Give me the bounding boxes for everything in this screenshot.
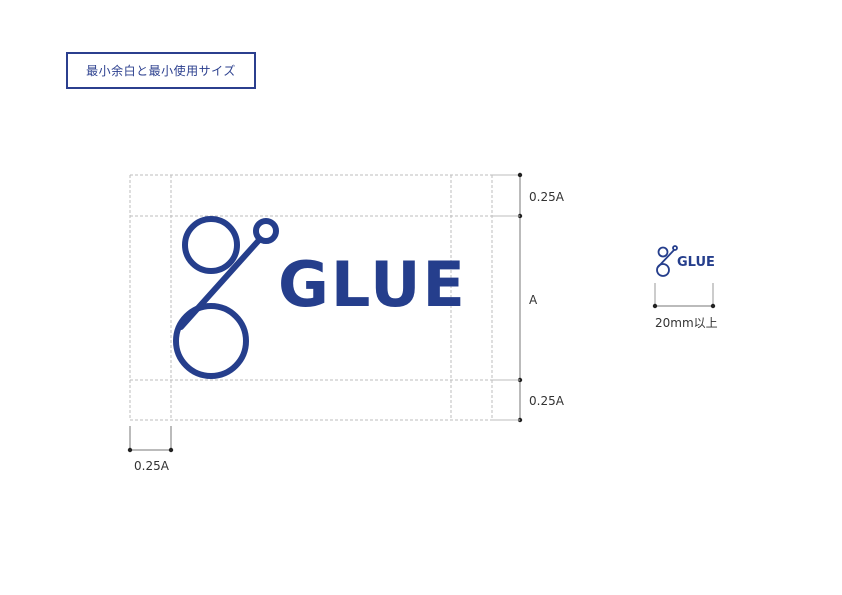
bottom-margin-label: 0.25A (529, 394, 565, 408)
glue-logo-large: GLUE (173, 216, 467, 379)
vertical-dimension: 0.25A A 0.25A (492, 172, 565, 423)
height-label: A (529, 293, 538, 307)
small-logo-wordmark: GLUE (677, 255, 715, 270)
minimum-size-dimension: 20mm以上 (652, 283, 718, 330)
left-margin-label: 0.25A (134, 459, 170, 473)
clearspace-guides (129, 174, 493, 421)
glue-symbol-icon (173, 216, 279, 379)
horizontal-dimension: 0.25A (127, 426, 174, 473)
glue-logo-small: GLUE (656, 245, 715, 277)
section-title: 最小余白と最小使用サイズ (86, 64, 236, 78)
glue-symbol-small-icon (656, 245, 678, 277)
top-margin-label: 0.25A (529, 190, 565, 204)
section-title-box: 最小余白と最小使用サイズ (66, 52, 256, 89)
minimum-size-label: 20mm以上 (655, 316, 718, 330)
logo-wordmark: GLUE (278, 248, 467, 321)
